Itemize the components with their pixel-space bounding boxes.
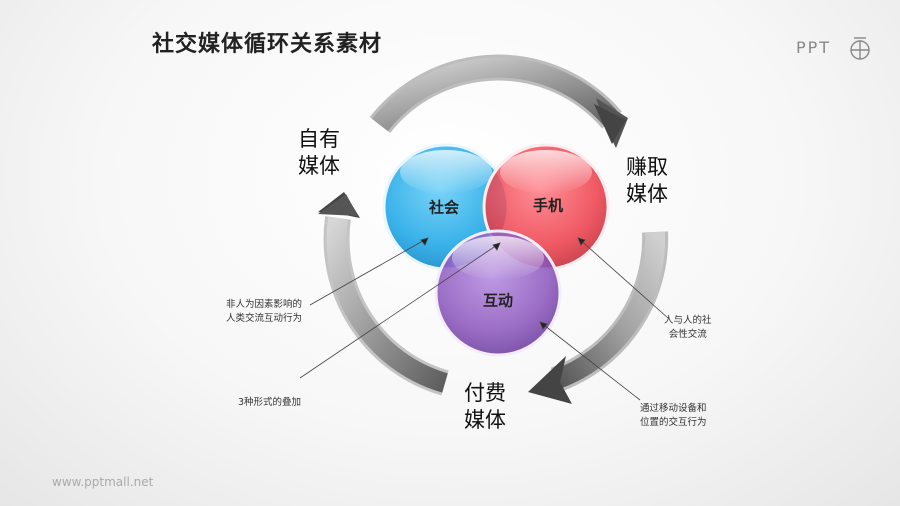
footer-url: www.pptmall.net (52, 475, 154, 489)
note-non-human-line1: 非人为因素影响的 (226, 299, 303, 310)
note-mobile-line2: 位置的交互行为 (640, 417, 707, 428)
note-non-human: 非人为因素影响的 人类交流互动行为 (226, 298, 302, 326)
note-social-communication: 人与人的社 会性交流 (664, 314, 712, 342)
arrow-paid-to-own (318, 192, 449, 396)
arrow-own-to-earned (369, 54, 628, 148)
logo-text: PPT (796, 38, 832, 57)
leader-lines (299, 237, 669, 401)
label-own-media: 自有 媒体 (298, 126, 340, 180)
note-overlay-line1: 3种形式的叠加 (238, 397, 302, 408)
circle-label-social: 社会 (428, 198, 460, 217)
note-overlay: 3种形式的叠加 (238, 396, 301, 410)
circle-label-phone: 手机 (532, 196, 564, 215)
circle-interact (434, 229, 562, 357)
label-paid-line2: 媒体 (464, 408, 506, 432)
note-mobile-line1: 通过移动设备和 (640, 403, 707, 414)
logo-mark-icon (850, 37, 870, 60)
label-own-line1: 自有 (298, 127, 340, 151)
arrow-earned-to-paid (528, 231, 669, 404)
label-paid-media: 付费 媒体 (464, 380, 506, 434)
note-mobile-location: 通过移动设备和 位置的交互行为 (640, 402, 707, 430)
label-paid-line1: 付费 (464, 381, 506, 405)
label-earned-media: 赚取 媒体 (626, 154, 668, 208)
page-title: 社交媒体循环关系素材 (152, 32, 383, 57)
note-non-human-line2: 人类交流互动行为 (226, 313, 303, 324)
note-social-line2: 会性交流 (668, 329, 707, 340)
label-earned-line1: 赚取 (626, 155, 668, 179)
label-own-line2: 媒体 (298, 154, 340, 178)
circle-label-interact: 互动 (482, 291, 514, 310)
ppt-logo: PPT (796, 34, 876, 64)
label-earned-line2: 媒体 (626, 182, 668, 206)
note-social-line1: 人与人的社 (664, 315, 712, 326)
